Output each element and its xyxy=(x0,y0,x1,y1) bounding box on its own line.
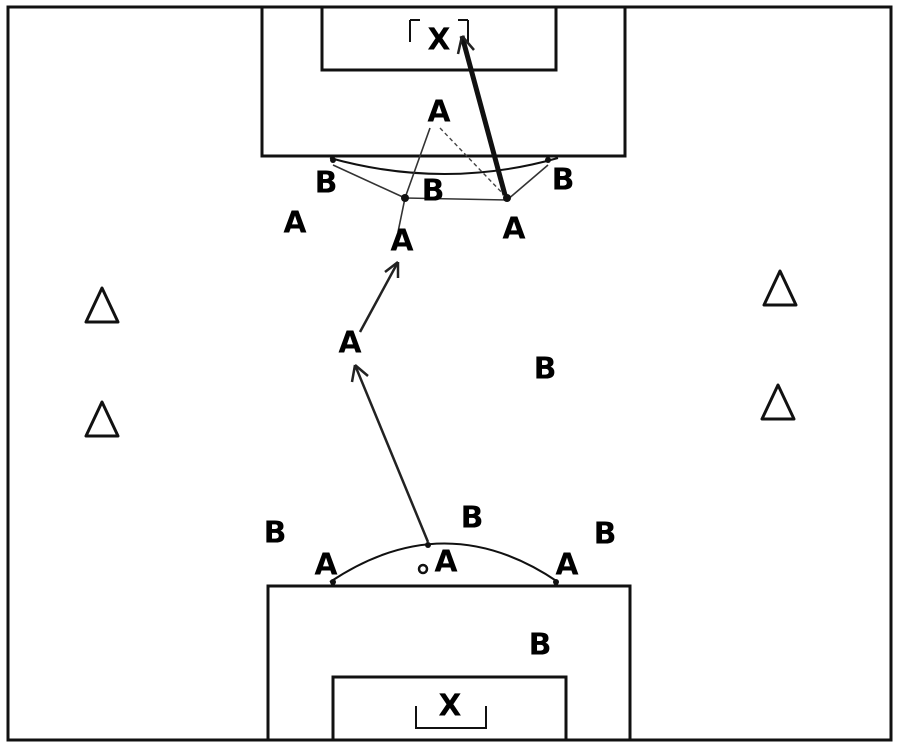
bottom-penalty-box xyxy=(266,584,632,740)
player-a-label: A xyxy=(555,548,579,583)
node-dot xyxy=(330,579,336,585)
node-dot xyxy=(503,194,511,202)
dashed-run-line xyxy=(439,127,508,199)
cone-icon xyxy=(762,269,798,307)
player-a-label: A xyxy=(427,95,451,130)
shot-arrow-head xyxy=(456,35,475,55)
player-a-label: A xyxy=(502,212,526,247)
bottom-goal-area xyxy=(331,675,568,740)
node-dot xyxy=(425,542,431,548)
player-a-label: A xyxy=(434,545,458,580)
run-line-center xyxy=(404,197,508,201)
cone-icon xyxy=(84,286,120,324)
node-dot xyxy=(553,579,559,585)
run-line-up-left xyxy=(404,127,431,199)
cone-icon xyxy=(84,400,120,438)
shot-line xyxy=(459,35,508,196)
pass-arrow-head-2 xyxy=(384,261,400,278)
top-goal-frame xyxy=(409,19,469,42)
run-line-right xyxy=(506,164,549,201)
player-a-label: A xyxy=(314,548,338,583)
top-penalty-box xyxy=(260,7,627,158)
top-goal-label: X xyxy=(427,23,450,58)
player-b-label: B xyxy=(552,163,575,198)
player-b-label: B xyxy=(264,516,287,551)
player-b-label: B xyxy=(529,628,552,663)
pass-arrow-head-1 xyxy=(350,364,369,383)
player-a-label: A xyxy=(338,326,362,361)
pass-line-mid-to-upper xyxy=(358,261,400,333)
player-b-label: B xyxy=(315,166,338,201)
run-line-a-to-a xyxy=(397,197,406,233)
node-dot xyxy=(401,194,409,202)
cone-icon xyxy=(760,383,796,421)
player-b-label: B xyxy=(594,517,617,552)
ball xyxy=(417,563,429,575)
player-b-label: B xyxy=(461,501,484,536)
node-dot xyxy=(545,157,551,163)
bottom-penalty-arc xyxy=(329,542,559,583)
player-b-label: B xyxy=(534,352,557,387)
node-dot xyxy=(330,157,336,163)
bottom-goal-frame xyxy=(415,706,487,729)
bottom-goal-label: X xyxy=(438,689,461,724)
player-a-label: A xyxy=(390,224,414,259)
field-boundary xyxy=(6,5,893,742)
top-goal-area xyxy=(320,7,558,72)
player-a-label: A xyxy=(283,206,307,241)
player-b-label: B xyxy=(422,174,445,209)
run-line-left xyxy=(332,164,406,199)
pass-line-bottom-to-mid xyxy=(353,364,430,543)
top-penalty-arc xyxy=(329,157,559,175)
